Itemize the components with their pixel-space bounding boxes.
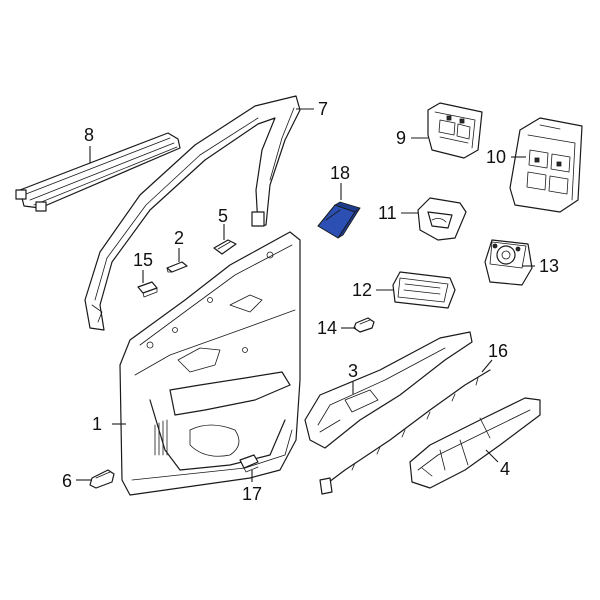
part-9-switch-assembly bbox=[427, 102, 483, 159]
callout-4: 4 bbox=[500, 459, 510, 479]
callout-14: 14 bbox=[317, 318, 337, 338]
callout-numbers: 1 2 3 4 5 6 7 8 9 10 11 12 13 14 15 16 1… bbox=[62, 99, 559, 504]
part-13-mirror-switch bbox=[484, 239, 533, 286]
callout-5: 5 bbox=[218, 206, 228, 226]
part-12-bezel bbox=[392, 271, 456, 309]
leader-lines bbox=[76, 108, 535, 482]
callout-15: 15 bbox=[133, 250, 153, 270]
callout-3: 3 bbox=[348, 361, 358, 381]
part-15-switch bbox=[137, 281, 158, 298]
part-14-clip bbox=[353, 317, 375, 333]
part-1-door-panel bbox=[119, 231, 301, 496]
callout-16: 16 bbox=[488, 341, 508, 361]
callout-10: 10 bbox=[486, 147, 506, 167]
callout-12: 12 bbox=[352, 280, 372, 300]
callout-2: 2 bbox=[174, 228, 184, 248]
part-18-module bbox=[317, 201, 361, 239]
callout-13: 13 bbox=[539, 256, 559, 276]
part-3-trim-insert bbox=[304, 331, 473, 449]
callout-18: 18 bbox=[330, 163, 350, 183]
part-11-inside-handle bbox=[417, 197, 467, 241]
part-7-window-frame bbox=[84, 95, 301, 331]
part-2-clip bbox=[166, 261, 188, 273]
callout-1: 1 bbox=[92, 414, 102, 434]
part-5-cover bbox=[213, 239, 237, 255]
leader-4 bbox=[485, 449, 499, 463]
callout-6: 6 bbox=[62, 471, 72, 491]
leader-16 bbox=[481, 359, 493, 373]
part-6-bracket bbox=[89, 469, 115, 489]
callout-8: 8 bbox=[84, 125, 94, 145]
part-8-belt-molding bbox=[15, 132, 181, 212]
part-10-master-switch bbox=[509, 117, 583, 213]
part-4-armrest bbox=[409, 397, 541, 489]
callout-9: 9 bbox=[396, 128, 406, 148]
callout-11: 11 bbox=[378, 203, 397, 223]
callout-7: 7 bbox=[318, 99, 328, 119]
part-17-clip bbox=[239, 454, 259, 473]
part-16-harness bbox=[319, 369, 491, 495]
callout-17: 17 bbox=[242, 484, 262, 504]
